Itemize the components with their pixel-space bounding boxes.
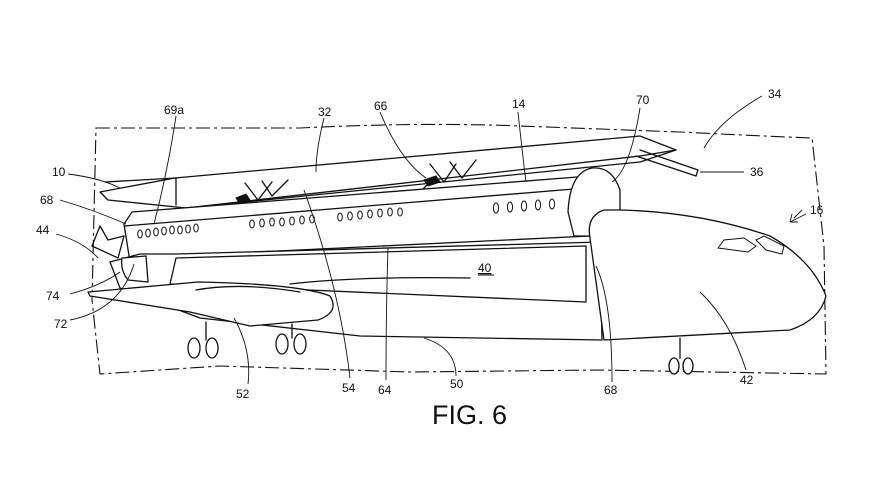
label-16: 16 xyxy=(810,203,824,217)
label-64: 64 xyxy=(378,383,392,397)
label-68-right: 68 xyxy=(604,383,618,397)
tail-ring xyxy=(120,255,149,283)
roof-panel xyxy=(99,135,677,209)
label-72: 72 xyxy=(54,317,68,331)
label-10: 10 xyxy=(52,165,66,179)
roof-panel-edge xyxy=(185,149,677,209)
label-42: 42 xyxy=(740,373,754,387)
label-70: 70 xyxy=(636,93,650,107)
label-34: 34 xyxy=(768,87,782,101)
main-landing-gear-left xyxy=(187,321,219,359)
passenger-windows xyxy=(137,198,556,239)
roof-rear-tab xyxy=(104,177,177,206)
label-32: 32 xyxy=(318,105,332,119)
label-68-left: 68 xyxy=(40,193,54,207)
label-44: 44 xyxy=(36,223,50,237)
rod xyxy=(635,149,699,177)
label-52: 52 xyxy=(236,387,250,401)
cargo-bay-edge xyxy=(169,245,587,303)
tail-cone xyxy=(91,235,125,259)
figure-caption: FIG. 6 xyxy=(432,400,507,430)
wing-fairing xyxy=(195,285,301,293)
label-66: 66 xyxy=(374,99,388,113)
main-landing-gear-right xyxy=(275,323,307,355)
label-36: 36 xyxy=(750,165,764,179)
label-40: 40 xyxy=(478,261,492,275)
tail-fin xyxy=(91,225,125,247)
label-69a: 69a xyxy=(164,103,184,117)
label-54: 54 xyxy=(342,381,356,395)
cabin-module-upper-line xyxy=(123,187,587,227)
label-74: 74 xyxy=(46,289,60,303)
cockpit-window-right xyxy=(755,235,785,255)
wing xyxy=(87,281,334,327)
dashed-boundary xyxy=(91,123,827,375)
cockpit-window-left xyxy=(717,237,757,253)
nose-section xyxy=(588,209,827,341)
wing-root xyxy=(289,276,471,285)
leader-lines xyxy=(55,95,807,385)
nose-landing-gear xyxy=(668,337,694,375)
label-14: 14 xyxy=(512,97,526,111)
label-50: 50 xyxy=(450,377,464,391)
